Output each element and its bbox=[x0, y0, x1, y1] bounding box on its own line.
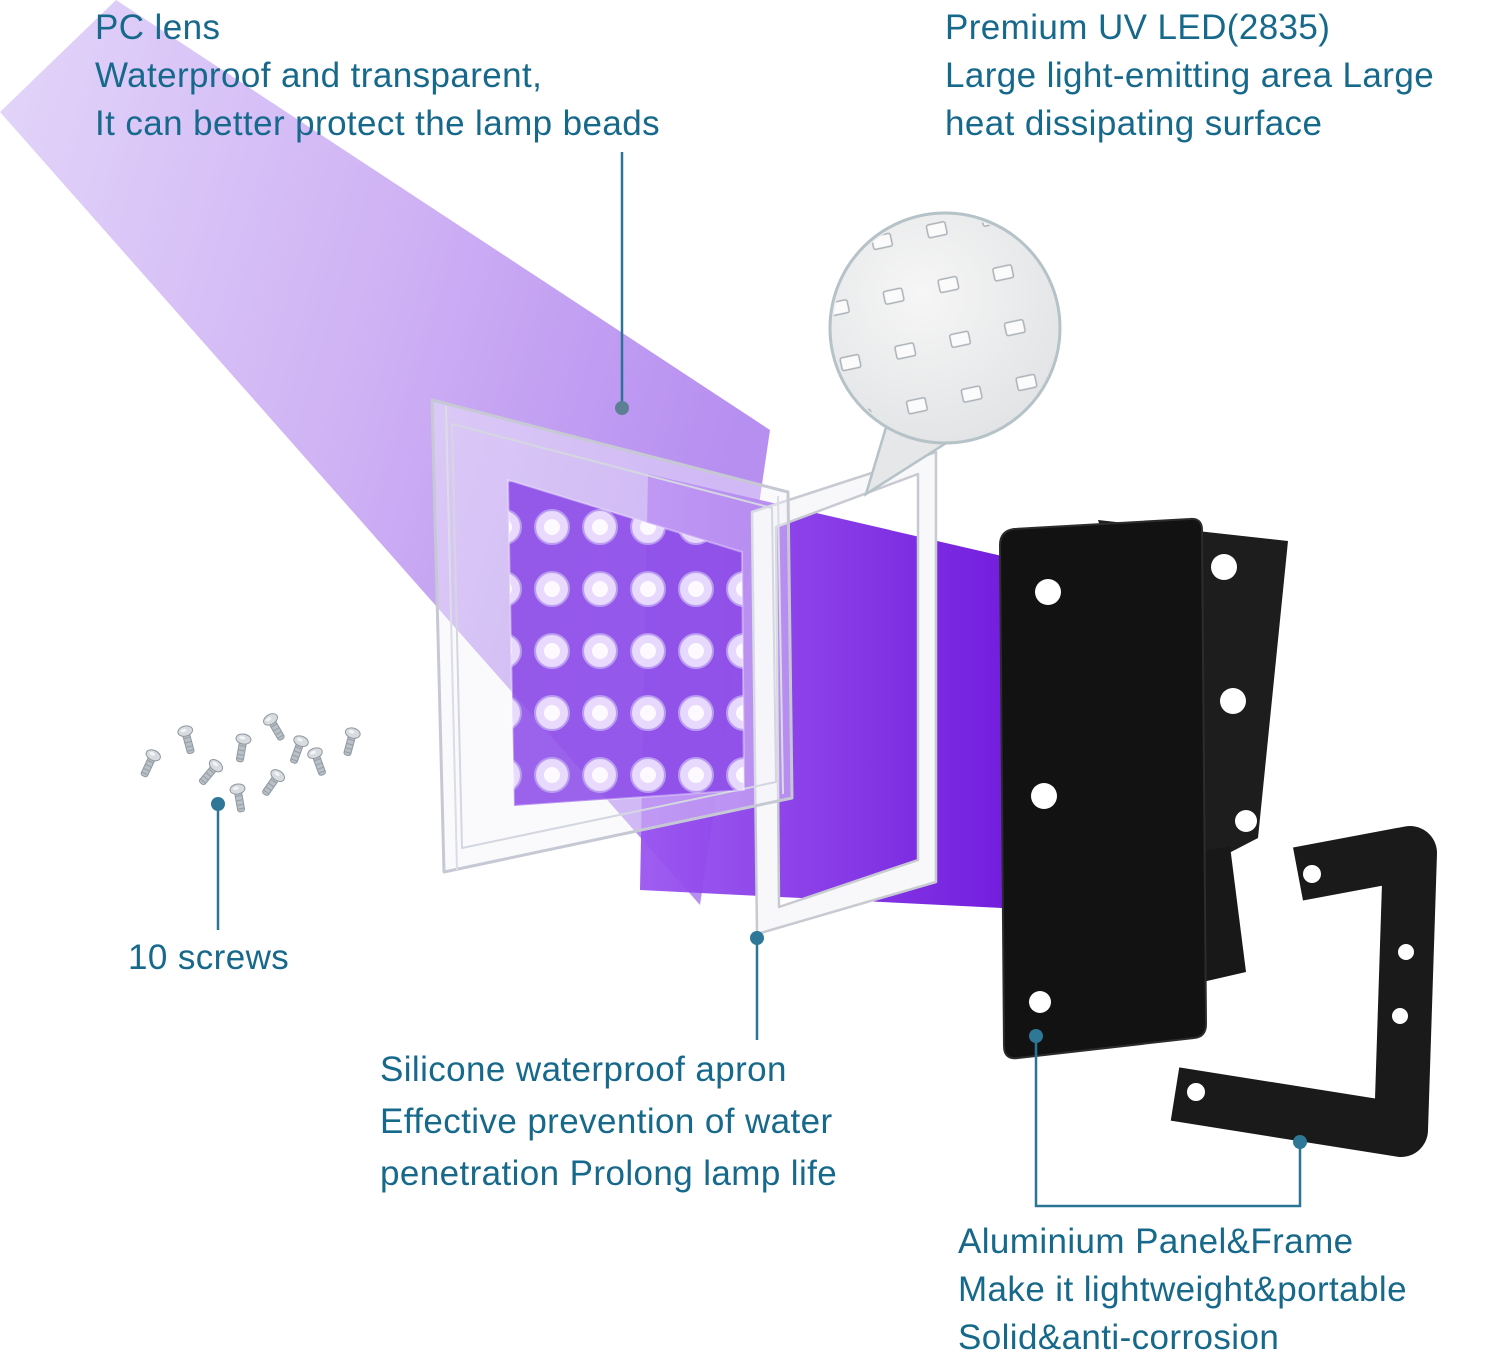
silicone-line-2: Effective prevention of water bbox=[380, 1102, 833, 1141]
callout-dots bbox=[211, 401, 1307, 1149]
callout-uv-led: Premium UV LED(2835) Large light-emittin… bbox=[945, 4, 1434, 148]
pc-lens-part bbox=[430, 398, 794, 874]
callout-dot-pc-lens bbox=[615, 401, 629, 415]
pc-lens-line-1: PC lens bbox=[95, 8, 221, 47]
screws-part bbox=[136, 710, 362, 814]
magnifier-detail bbox=[828, 211, 1062, 497]
uv-led-line-3: heat dissipating surface bbox=[945, 104, 1323, 143]
led-array bbox=[506, 478, 746, 808]
led-chip-grid bbox=[833, 216, 1057, 440]
frame-line-3: Solid&anti-corrosion bbox=[958, 1318, 1280, 1355]
callout-lines bbox=[216, 152, 1302, 1208]
silicone-line-3: penetration Prolong lamp life bbox=[380, 1154, 838, 1193]
silicone-line-1: Silicone waterproof apron bbox=[380, 1050, 787, 1089]
callout-dot-silicone bbox=[750, 931, 764, 945]
callout-dot-screws bbox=[211, 797, 225, 811]
uv-led-line-2: Large light-emitting area Large bbox=[945, 56, 1435, 95]
mounting-bracket-part bbox=[1170, 826, 1437, 1157]
screws-label: 10 screws bbox=[128, 938, 290, 977]
callout-frame: Aluminium Panel&Frame Make it lightweigh… bbox=[958, 1218, 1407, 1355]
callout-line-frame bbox=[1034, 1038, 1302, 1208]
callout-screws: 10 screws bbox=[128, 934, 289, 982]
frame-line-2: Make it lightweight&portable bbox=[958, 1270, 1407, 1309]
aluminium-panel-part bbox=[998, 517, 1288, 1060]
frame-line-1: Aluminium Panel&Frame bbox=[958, 1222, 1354, 1261]
panel-front-face bbox=[998, 517, 1208, 1060]
pc-lens-line-2: Waterproof and transparent, bbox=[95, 56, 543, 95]
callout-pc-lens: PC lens Waterproof and transparent, It c… bbox=[95, 4, 660, 148]
callout-dot-frame-bracket bbox=[1293, 1135, 1307, 1149]
uv-led-line-1: Premium UV LED(2835) bbox=[945, 8, 1331, 47]
callout-dot-frame-panel bbox=[1029, 1029, 1043, 1043]
callout-silicone: Silicone waterproof apron Effective prev… bbox=[380, 1044, 837, 1200]
pc-lens-line-3: It can better protect the lamp beads bbox=[95, 104, 661, 143]
